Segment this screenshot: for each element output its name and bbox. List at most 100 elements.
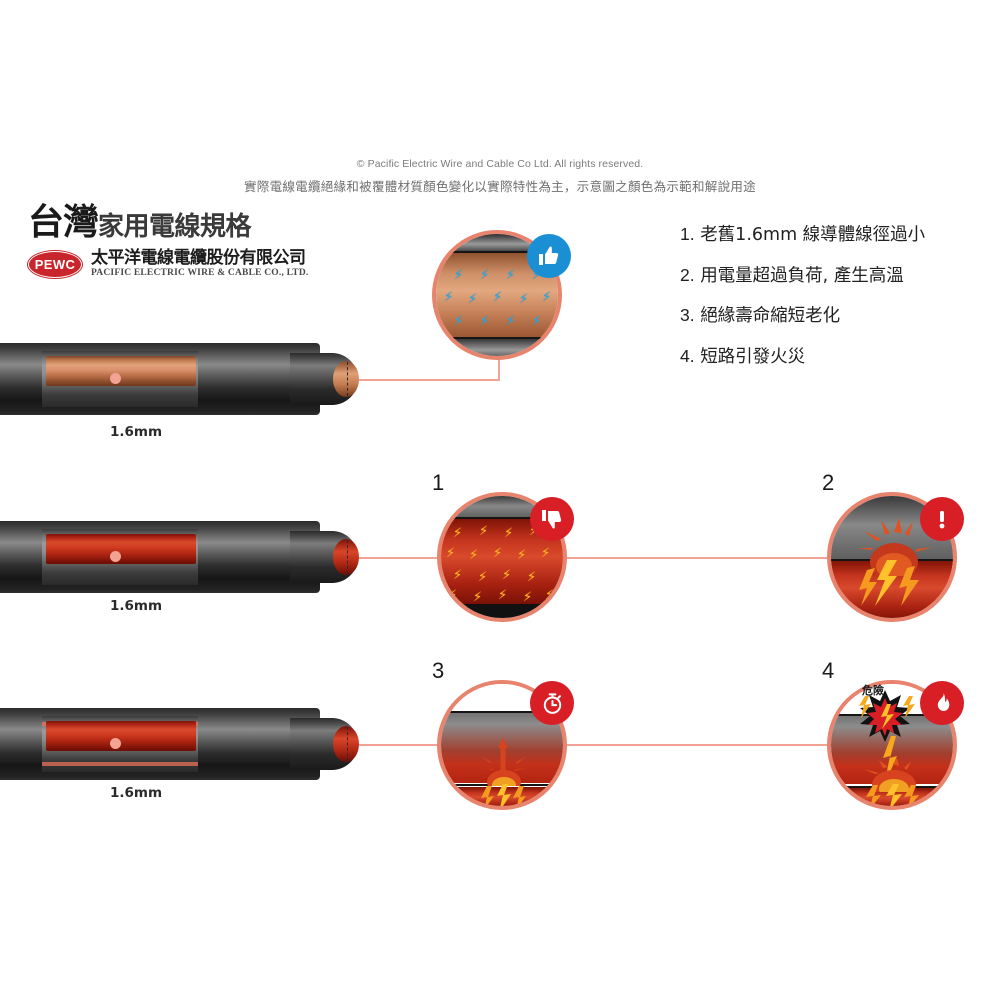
- brand-lockup: PEWC 太平洋電線電纜股份有限公司 PACIFIC ELECTRIC WIRE…: [28, 248, 348, 279]
- bolt-icon: ⚡: [453, 567, 463, 582]
- arc-bolts-icon: [859, 696, 915, 718]
- cable-tip-conductor-3: [333, 726, 359, 762]
- flame-icon: [920, 681, 964, 725]
- bolt-icon: ⚡: [517, 547, 527, 562]
- thumbs-up-icon: [527, 234, 571, 278]
- bolt-icon: ⚡: [502, 567, 512, 582]
- bolt-icon: ⚡: [527, 569, 537, 584]
- title-emphasis: 台灣: [28, 202, 99, 243]
- bolt-icon: ⚡: [493, 289, 503, 304]
- connector-row1-vertical: [498, 348, 500, 381]
- cable-row-3: [0, 708, 359, 780]
- causes-list: 1. 老舊1.6mm 線導體線徑過小 2. 用電量超過負荷, 產生高溫 3. 絕…: [680, 224, 990, 388]
- title-rest: 家用電線規格: [98, 212, 252, 242]
- bubble-number-1: 1: [432, 470, 445, 495]
- cable-tip-edge-1: [347, 362, 348, 396]
- cable-tip-conductor-2: [333, 539, 359, 575]
- bolt-icon: ⚡: [493, 545, 503, 560]
- exclamation-icon: [920, 497, 964, 541]
- connector-row2-horizontal: [338, 557, 898, 559]
- bubble-conductor-hot: [441, 787, 563, 806]
- bubble-divider-top: [441, 517, 563, 519]
- cable-tip-1: [290, 353, 359, 405]
- cable-conductor-2: [46, 534, 196, 564]
- cause-item-2: 2. 用電量超過負荷, 產生高溫: [680, 264, 990, 286]
- bolt-icon: ⚡: [446, 545, 456, 560]
- cause-text-3: 絕緣壽命縮短老化: [700, 306, 841, 326]
- heat-rising-arrow-icon: [481, 738, 527, 786]
- cable-centerline-dot-3: [110, 738, 121, 749]
- brand-name-english: PACIFIC ELECTRIC WIRE & CABLE CO., LTD.: [91, 267, 309, 278]
- title-block: 台灣 家用電線規格 PEWC 太平洋電線電纜股份有限公司 PACIFIC ELE…: [28, 205, 348, 279]
- bolt-icon: ⚡: [454, 313, 464, 328]
- bolt-icon: ⚡: [478, 569, 488, 584]
- danger-annotation: 危險: [862, 684, 884, 697]
- bolt-icon: ⚡: [545, 587, 555, 602]
- bolt-icon: ⚡: [480, 267, 490, 282]
- connector-row3-horizontal: [338, 744, 898, 746]
- spark-bolts-icon: [866, 784, 919, 806]
- cable-tip-2: [290, 531, 359, 583]
- cause-item-1: 1. 老舊1.6mm 線導體線徑過小: [680, 224, 990, 245]
- cable-row-1: [0, 343, 359, 415]
- cable-label-2: 1.6mm: [110, 598, 163, 614]
- copyright-notice: © Pacific Electric Wire and Cable Co Ltd…: [356, 158, 644, 170]
- bolt-icon: ⚡: [454, 267, 464, 282]
- spark-bolts-icon: [859, 560, 919, 606]
- bubble-scene-copper-cool: ⚡ ⚡ ⚡ ⚡ ⚡ ⚡ ⚡ ⚡ ⚡ ⚡ ⚡ ⚡ ⚡: [436, 234, 558, 356]
- cable-aging-band-bottom: [42, 762, 198, 766]
- page-title: 台灣 家用電線規格: [28, 205, 348, 241]
- cause-item-3: 3. 絕緣壽命縮短老化: [680, 305, 990, 326]
- cable-conductor-1: [46, 356, 196, 386]
- bolt-icon: ⚡: [506, 313, 516, 328]
- bubble-conductor-hot: [831, 788, 953, 806]
- pewc-logo-icon: PEWC: [28, 250, 82, 278]
- bubble-sheath-bottom: [436, 338, 558, 356]
- bolt-icon: ⚡: [448, 587, 458, 602]
- bubble-sheath-bottom: [441, 604, 563, 618]
- cause-number-1: 1.: [680, 224, 695, 244]
- bolt-icon: ⚡: [519, 291, 529, 306]
- bolt-icon: ⚡: [532, 313, 542, 328]
- cause-number-3: 3.: [680, 305, 695, 325]
- cause-text-4: 短路引發火災: [700, 346, 806, 367]
- cable-tip-edge-2: [347, 540, 348, 574]
- cause-number-2: 2.: [680, 264, 695, 285]
- cause-item-4: 4. 短路引發火災: [680, 345, 990, 367]
- detail-bubble-row1: ⚡ ⚡ ⚡ ⚡ ⚡ ⚡ ⚡ ⚡ ⚡ ⚡ ⚡ ⚡ ⚡: [432, 230, 562, 360]
- stopwatch-icon: [530, 681, 574, 725]
- cable-tip-conductor-1: [333, 361, 359, 397]
- spark-bolts-icon: [481, 784, 526, 806]
- cable-centerline-dot-1: [110, 373, 121, 384]
- bolt-icon: ⚡: [479, 523, 489, 538]
- bolt-icon: ⚡: [444, 289, 454, 304]
- cable-label-1: 1.6mm: [110, 424, 163, 440]
- bolt-icon: ⚡: [541, 545, 551, 560]
- bolt-icon: ⚡: [453, 525, 463, 540]
- cable-conductor-3: [46, 721, 196, 751]
- cable-tip-3: [290, 718, 359, 770]
- explosion-star-icon: [860, 690, 910, 742]
- bubble-number-4: 4: [822, 658, 835, 683]
- bolt-icon: ⚡: [480, 313, 490, 328]
- disclaimer-text: 實際電線電纜絕緣和被覆體材質顏色變化以實際特性為主，示意圖之顏色為示範和解說用途: [243, 180, 756, 194]
- bolt-icon: ⚡: [523, 589, 533, 604]
- cable-tip-edge-3: [347, 727, 348, 761]
- bubble-divider-bottom: [436, 337, 558, 339]
- cable-row-2: [0, 521, 359, 593]
- brand-names: 太平洋電線電纜股份有限公司 PACIFIC ELECTRIC WIRE & CA…: [91, 248, 309, 279]
- cause-number-4: 4.: [680, 345, 695, 366]
- cause-text-1: 老舊1.6mm 線導體線徑過小: [700, 225, 926, 245]
- brand-name-chinese: 太平洋電線電纜股份有限公司: [91, 248, 306, 268]
- bubble-divider-top: [441, 711, 563, 713]
- bubble-scene-heat-burst: [831, 496, 953, 618]
- bubble-number-3: 3: [432, 658, 445, 683]
- bubble-divider-top: [436, 251, 558, 253]
- cable-centerline-dot-2: [110, 551, 121, 562]
- bolt-icon: ⚡: [498, 587, 508, 602]
- bolt-icon: ⚡: [469, 547, 479, 562]
- thumbs-down-icon: [530, 497, 574, 541]
- bolt-icon: ⚡: [506, 267, 516, 282]
- cable-label-3: 1.6mm: [110, 785, 163, 801]
